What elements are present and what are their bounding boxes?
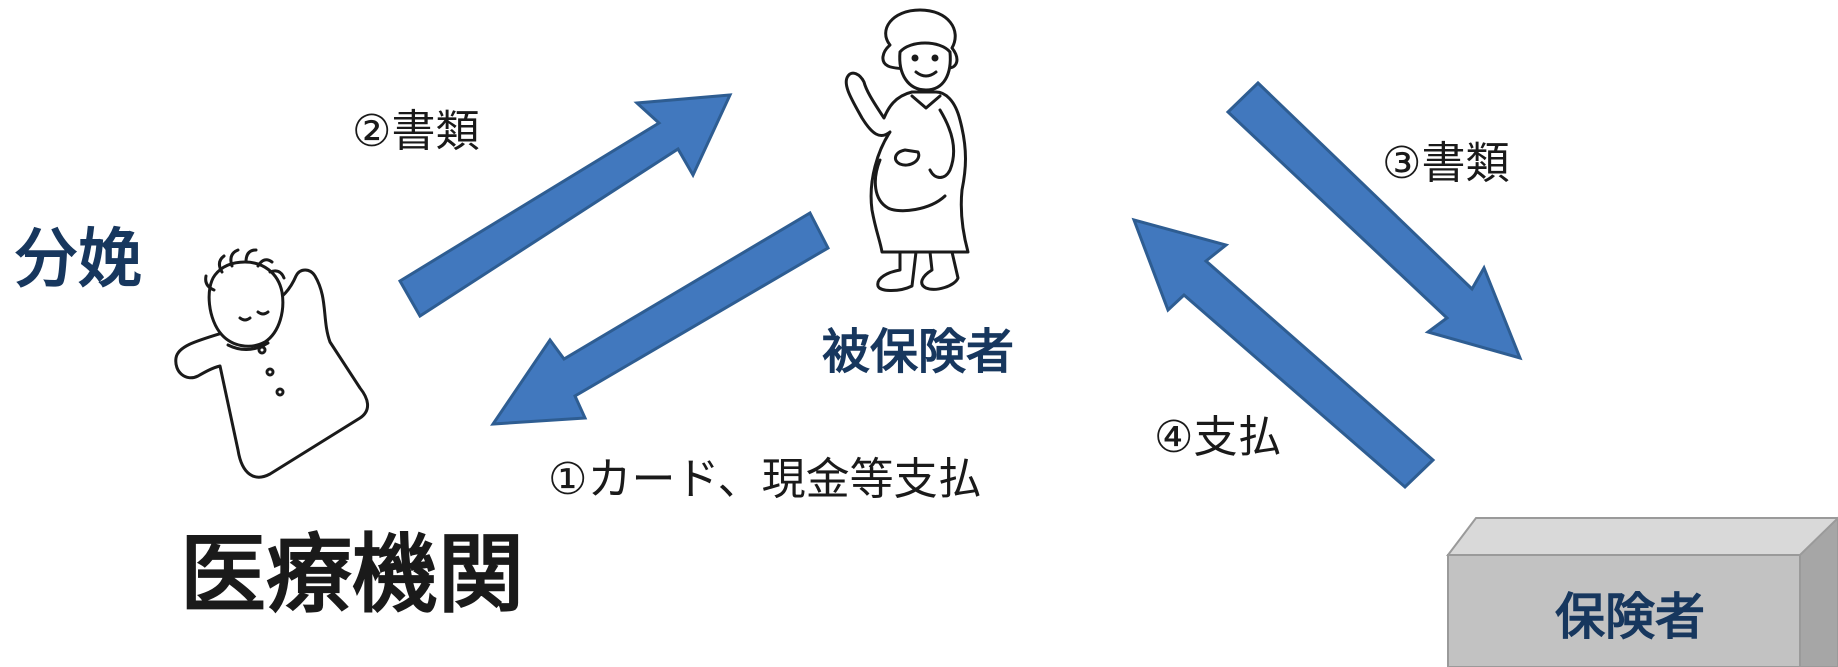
insured-person-label: 被保険者 <box>822 324 1015 380</box>
step3-label: ③書類 <box>1382 138 1510 189</box>
arrow-step4 <box>1131 217 1436 490</box>
medical-institution-label: 医療機関 <box>180 525 524 625</box>
arrow-step1 <box>490 210 830 426</box>
step1-label: ①カード、現金等支払 <box>548 454 982 505</box>
insurer-box <box>1445 516 1838 667</box>
delivery-label: 分娩 <box>14 223 142 297</box>
arrow-step2 <box>397 93 733 319</box>
insurer-label: 保険者 <box>1555 588 1705 646</box>
arrow-step3 <box>1225 80 1523 361</box>
baby-illustration <box>174 248 369 479</box>
step4-label: ④支払 <box>1154 412 1282 463</box>
pregnant-woman-illustration <box>844 8 970 292</box>
step2-label: ②書類 <box>352 106 480 157</box>
